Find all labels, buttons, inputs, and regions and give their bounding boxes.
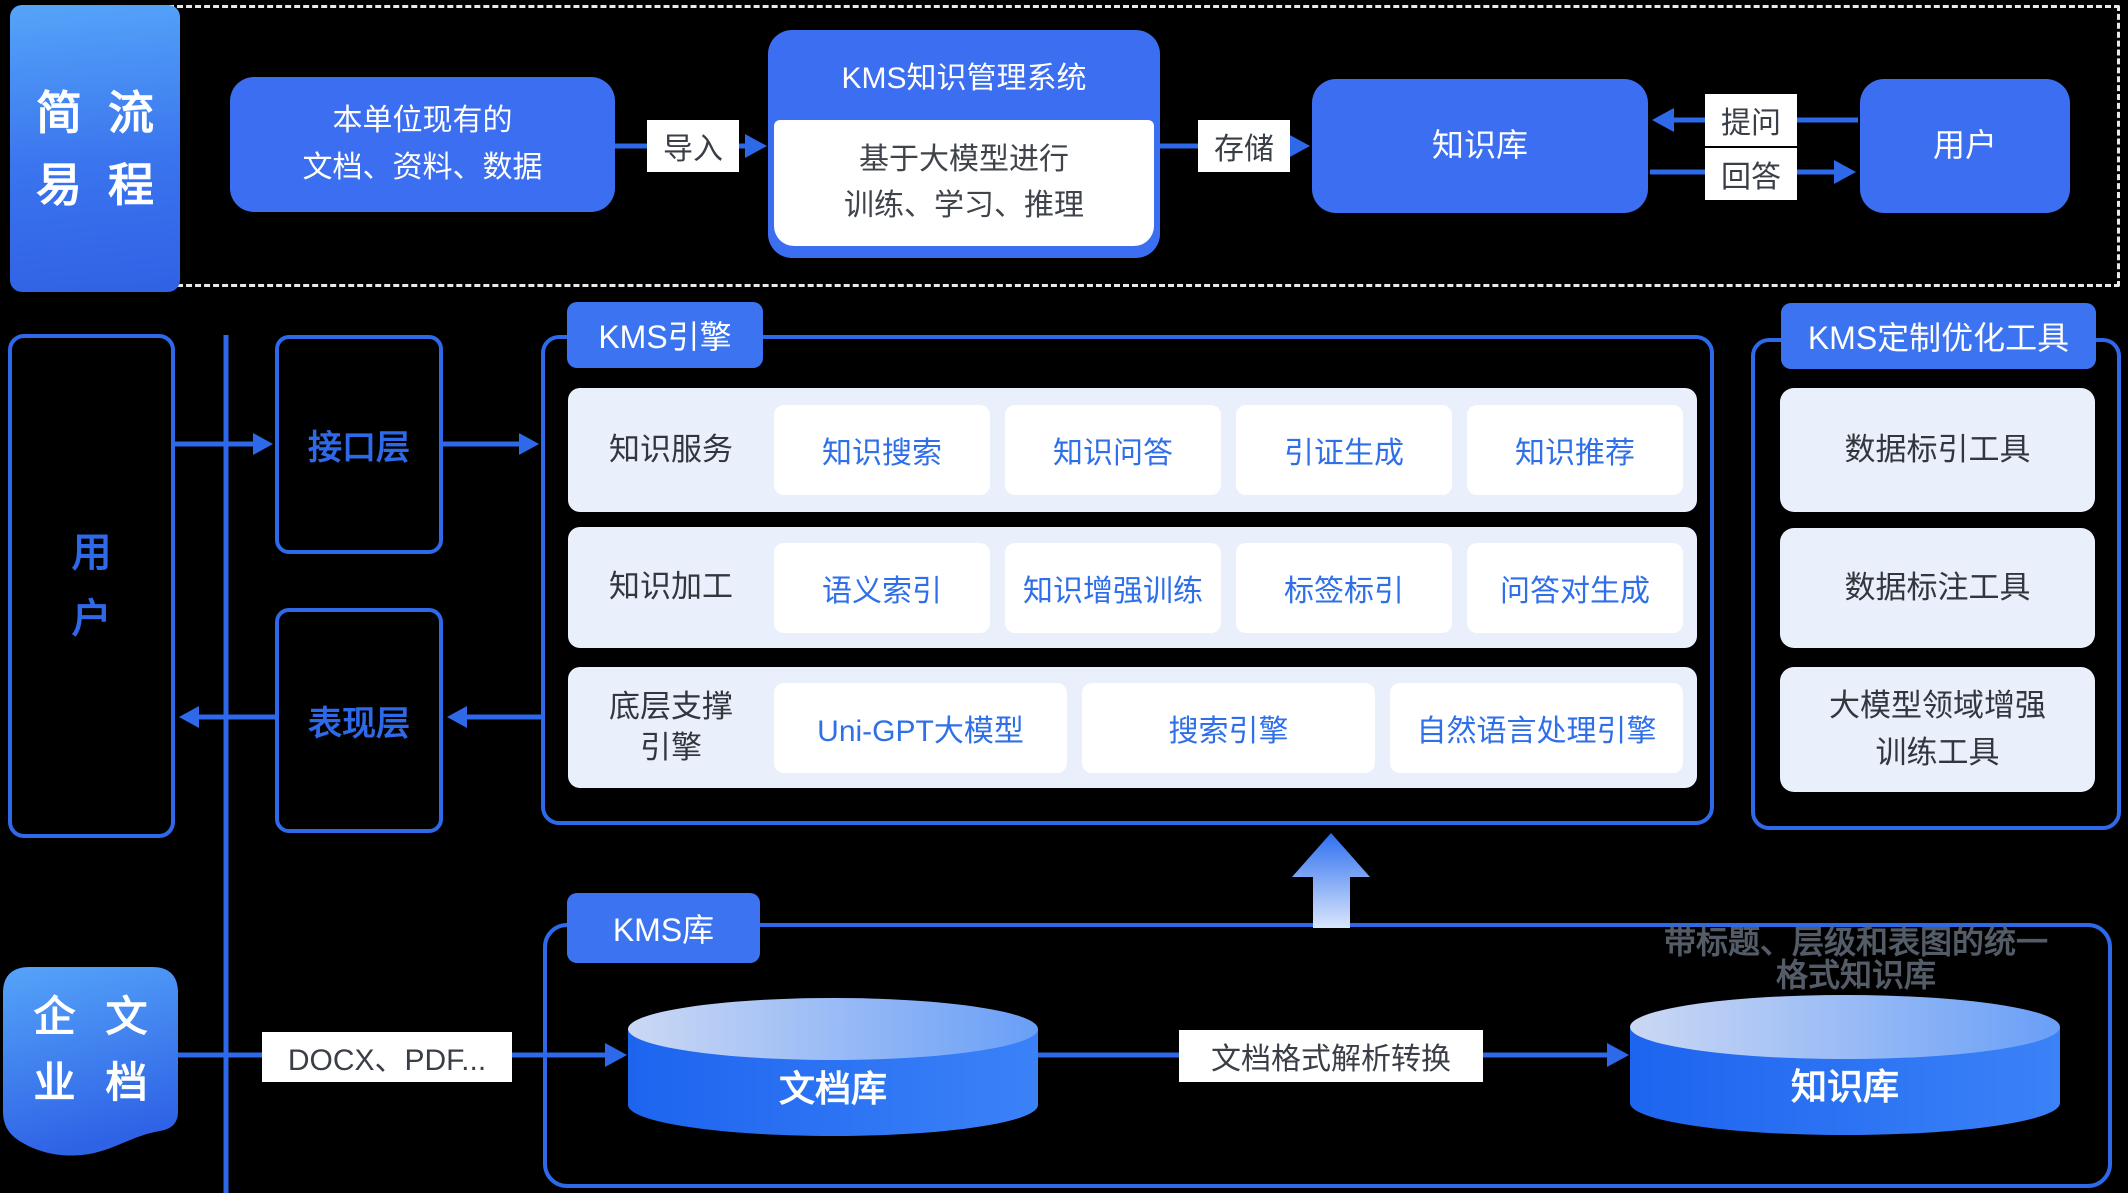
kms-system-title: KMS知识管理系统 <box>841 62 1087 95</box>
kms-system-body: 基于大模型进行 训练、学习、推理 <box>774 120 1154 246</box>
simple-flow-badge: 简 流 易 程 <box>10 5 180 292</box>
knowledge-base-top-box: 知识库 <box>1312 79 1648 213</box>
doc-db-label: 文档库 <box>778 1068 887 1109</box>
tool-data-indexing: 数据标引工具 <box>1780 388 2095 512</box>
answer-label: 回答 <box>1705 148 1797 200</box>
user-big-box-label: 用 户 <box>72 533 112 639</box>
chip-unigpt-model: Uni-GPT大模型 <box>774 682 1067 773</box>
chip-knowledge-qa: 知识问答 <box>1005 405 1221 495</box>
user-char-1: 用 <box>71 531 112 575</box>
engine-row-label: 底层支撑 引擎 <box>609 689 733 765</box>
engine-row-base-support: 底层支撑 引擎 Uni-GPT大模型 搜索引擎 自然语言处理引擎 <box>568 667 1697 788</box>
tool-domain-enhanced-training: 大模型领域增强 训练工具 <box>1780 667 2095 792</box>
kms-system-box: KMS知识管理系统 基于大模型进行 训练、学习、推理 <box>768 30 1160 258</box>
doc-char: 文 <box>105 993 148 1040</box>
engine-row-label: 知识加工 <box>609 569 733 605</box>
chip-semantic-indexing: 语义索引 <box>774 542 990 633</box>
presentation-layer-box: 表现层 <box>275 608 443 833</box>
import-label: 导入 <box>647 120 739 172</box>
user-char-2: 户 <box>71 597 112 641</box>
tool-data-annotation: 数据标注工具 <box>1780 528 2095 648</box>
doc-char: 档 <box>105 1059 148 1106</box>
existing-docs-box: 本单位现有的 文档、资料、数据 <box>230 77 615 212</box>
chip-nlp-engine: 自然语言处理引擎 <box>1390 682 1683 773</box>
engine-row-knowledge-processing: 知识加工 语义索引 知识增强训练 标签标引 问答对生成 <box>568 527 1697 648</box>
convert-label: 文档格式解析转换 <box>1179 1030 1483 1082</box>
chip-knowledge-enhanced-training: 知识增强训练 <box>1005 542 1221 633</box>
up-block-arrow <box>1292 833 1370 928</box>
chip-qa-pair-generation: 问答对生成 <box>1467 542 1683 633</box>
kb-format-caption: 带标题、层级和表图的统一 格式知识库 <box>1663 924 2048 993</box>
kms-library-tag: KMS库 <box>567 893 760 963</box>
interface-layer-box: 接口层 <box>275 335 443 554</box>
badge-char: 简 <box>36 86 82 139</box>
chip-tag-indexing: 标签标引 <box>1236 542 1452 633</box>
engine-row-label: 知识服务 <box>609 431 733 467</box>
kb-db-label: 知识库 <box>1790 1066 1899 1107</box>
simple-flow-badge-label: 简 流 易 程 <box>36 90 154 208</box>
badge-char: 程 <box>108 158 154 211</box>
chip-knowledge-search: 知识搜索 <box>774 405 990 495</box>
engine-row-chips: 语义索引 知识增强训练 标签标引 问答对生成 <box>774 527 1683 648</box>
engine-row-chips: 知识搜索 知识问答 引证生成 知识推荐 <box>774 388 1683 512</box>
ask-label: 提问 <box>1705 94 1797 146</box>
kms-engine-container: KMS引擎 知识服务 知识搜索 知识问答 引证生成 知识推荐 知识加工 语义索引… <box>541 302 1714 825</box>
user-top-box: 用户 <box>1860 79 2070 213</box>
kms-tools-tag: KMS定制优化工具 <box>1781 303 2096 369</box>
chip-citation-generation: 引证生成 <box>1236 405 1452 495</box>
chip-knowledge-recommendation: 知识推荐 <box>1467 405 1683 495</box>
doc-char: 业 <box>33 1059 76 1106</box>
user-big-box: 用 户 <box>8 334 175 838</box>
doc-char: 企 <box>33 993 76 1040</box>
enterprise-doc-label: 企 文 业 档 <box>3 967 178 1133</box>
enterprise-doc-chars: 企 文 业 档 <box>33 996 147 1104</box>
badge-char: 易 <box>36 158 82 211</box>
chip-search-engine: 搜索引擎 <box>1082 682 1375 773</box>
store-label: 存储 <box>1198 120 1290 172</box>
formats-label: DOCX、PDF... <box>262 1032 512 1082</box>
badge-char: 流 <box>108 86 154 139</box>
engine-row-chips: Uni-GPT大模型 搜索引擎 自然语言处理引擎 <box>774 667 1683 788</box>
kms-engine-tag: KMS引擎 <box>567 302 763 368</box>
kms-tools-container: KMS定制优化工具 数据标引工具 数据标注工具 大模型领域增强 训练工具 <box>1751 303 2121 830</box>
engine-row-knowledge-service: 知识服务 知识搜索 知识问答 引证生成 知识推荐 <box>568 388 1697 512</box>
